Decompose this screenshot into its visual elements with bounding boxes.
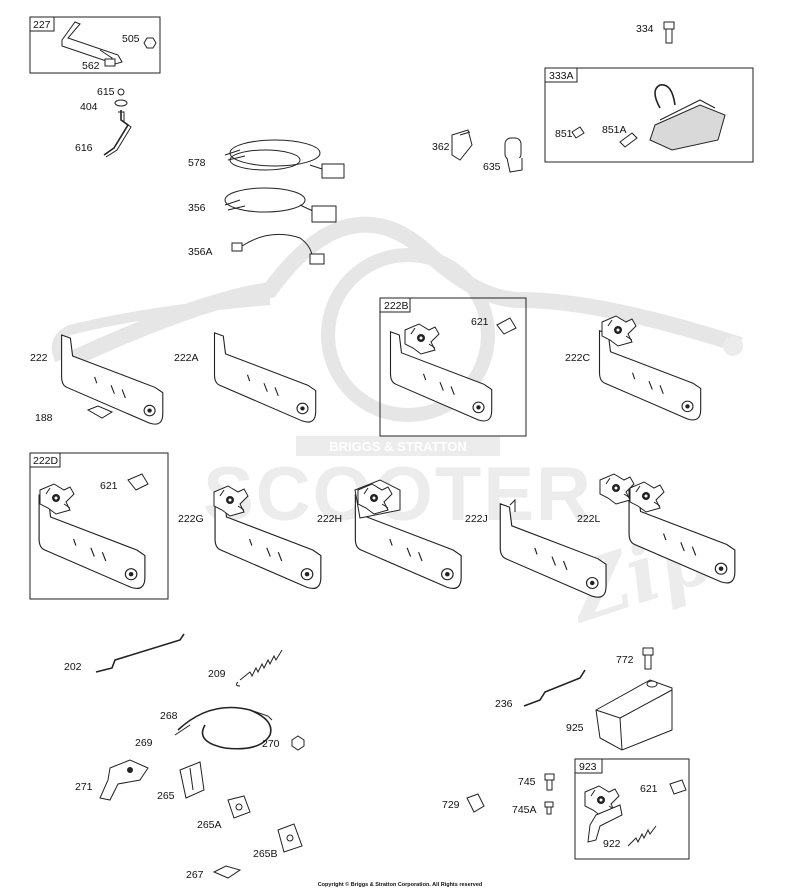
label-745A: 745A [512, 804, 537, 816]
wire-356[interactable]: 356 [188, 187, 337, 223]
box-222D[interactable]: 222D 621 [29, 452, 169, 600]
label-222L: 222L [577, 513, 601, 525]
label-267: 267 [186, 869, 204, 881]
watermark: BRIGGS & STRATTON SCOOTER Zip [51, 216, 743, 641]
nut-270[interactable]: 270 [262, 735, 305, 751]
label-925: 925 [566, 722, 584, 734]
label-222J: 222J [465, 513, 488, 525]
bracket-222L[interactable]: 222L [577, 473, 736, 584]
label-270: 270 [262, 738, 280, 750]
label-362: 362 [432, 141, 450, 153]
label-222A: 222A [174, 352, 199, 364]
clip-265A[interactable]: 265A [197, 795, 251, 831]
box-227[interactable]: 227 505 562 [29, 16, 161, 74]
label-578: 578 [188, 157, 206, 169]
label-729: 729 [442, 799, 460, 811]
box-label-222B: 222B [384, 300, 409, 312]
link-202[interactable]: 202 [64, 633, 185, 673]
screw-745A[interactable]: 745A [512, 801, 554, 816]
label-265: 265 [157, 790, 175, 802]
nut-505[interactable] [143, 37, 157, 49]
screw-772[interactable]: 772 [616, 647, 654, 670]
label-269: 269 [135, 737, 153, 749]
label-621-d: 621 [100, 480, 118, 492]
bracket-222[interactable]: 222 [30, 334, 164, 425]
label-222C: 222C [565, 352, 591, 364]
lever-271[interactable]: 271 [75, 759, 149, 801]
label-265B: 265B [253, 848, 278, 860]
bushing-729[interactable]: 729 [442, 793, 485, 813]
label-772: 772 [616, 654, 634, 666]
boot-362[interactable]: 362 [432, 129, 473, 161]
label-202: 202 [64, 661, 82, 673]
box-label-923: 923 [579, 761, 597, 773]
screw-562[interactable] [104, 58, 116, 67]
label-505: 505 [122, 33, 140, 45]
bracket-222G[interactable]: 222G [178, 485, 322, 590]
box-923[interactable]: 923 621 922 [574, 758, 690, 860]
box-label-227: 227 [33, 19, 51, 31]
label-268: 268 [160, 710, 178, 722]
label-236: 236 [495, 698, 513, 710]
box-333A[interactable]: 333A 851 851A [544, 67, 754, 163]
label-635: 635 [483, 161, 501, 173]
bracket-222C[interactable]: 222C [565, 315, 702, 421]
box-222B[interactable]: 222B 621 [379, 297, 527, 437]
bracket-222J[interactable]: 222J [465, 498, 607, 598]
label-745: 745 [518, 776, 536, 788]
label-222H: 222H [317, 513, 342, 525]
link-236[interactable]: 236 [495, 669, 586, 710]
bracket-222A[interactable]: 222A [174, 332, 317, 423]
box-label-333A: 333A [549, 70, 574, 82]
label-222G: 222G [178, 513, 204, 525]
watermark-brand: BRIGGS & STRATTON [329, 439, 466, 454]
label-265A: 265A [197, 819, 222, 831]
boot-635[interactable]: 635 [483, 137, 523, 173]
watermark-brand-plate [296, 436, 500, 456]
spring-209[interactable]: 209 [208, 649, 283, 687]
label-851: 851 [555, 128, 573, 140]
label-404: 404 [80, 101, 98, 113]
screw-188[interactable]: 188 [35, 405, 114, 424]
screw-745[interactable]: 745 [518, 773, 555, 791]
label-621-923: 621 [640, 783, 658, 795]
bracket-222H[interactable]: 222H [317, 479, 462, 590]
cover-925[interactable]: 925 [566, 679, 673, 751]
copyright-notice: Copyright © Briggs & Stratton Corporatio… [317, 882, 483, 888]
ignition-coil[interactable] [649, 104, 726, 151]
label-616: 616 [75, 142, 93, 154]
label-356A: 356A [188, 246, 213, 258]
label-922: 922 [603, 838, 621, 850]
clip-265[interactable]: 265 [157, 761, 205, 802]
screw-334[interactable]: 334 [636, 21, 675, 44]
wire-578[interactable]: 578 [188, 139, 345, 179]
cable-268[interactable]: 268 269 [135, 706, 273, 750]
label-562: 562 [82, 60, 100, 72]
screw-267[interactable]: 267 [186, 865, 242, 881]
clip-265B[interactable]: 265B [253, 823, 303, 860]
label-615: 615 [97, 86, 115, 98]
label-209: 209 [208, 668, 226, 680]
label-356: 356 [188, 202, 206, 214]
label-621-b: 621 [471, 316, 489, 328]
wire-356A[interactable]: 356A [188, 233, 325, 265]
label-222: 222 [30, 352, 48, 364]
box-label-222D: 222D [33, 455, 59, 467]
label-271: 271 [75, 781, 93, 793]
label-188: 188 [35, 412, 53, 424]
label-334: 334 [636, 23, 654, 35]
label-851A: 851A [602, 124, 627, 136]
shaft-group-616[interactable]: 615 404 616 [75, 86, 132, 158]
